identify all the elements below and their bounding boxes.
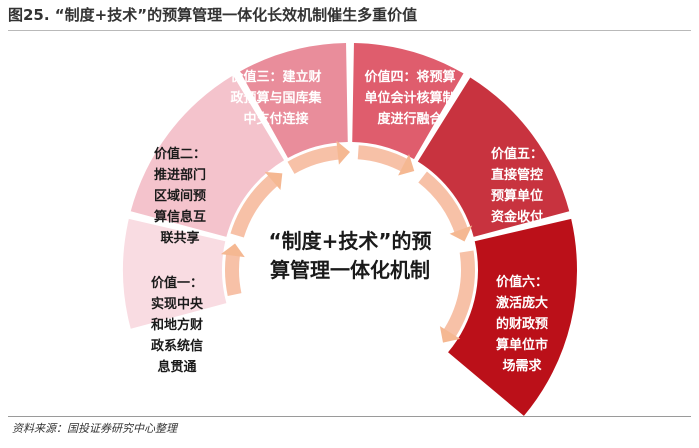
value-5-label: 价值五：直接管控预算单位资金收付及运行	[491, 146, 543, 246]
ring-arrow-icon	[264, 171, 283, 191]
value-3-label: 价值三：建立财政预算与国库集中支付连接	[230, 69, 322, 127]
value-6-label-line: 的财政预	[496, 316, 548, 332]
value-6-label-line: 场需求	[502, 358, 542, 374]
value-5-label-line: 预算单位	[491, 188, 543, 204]
inner-ring-arc	[418, 171, 469, 236]
inner-ring	[220, 140, 475, 380]
value-3-label-line: 政预算与国库集	[230, 90, 322, 106]
value-1-label: 价值一： 实现中央和地方财政系统信息贯通	[151, 275, 204, 375]
value-5-label-line: 资金收付	[491, 209, 543, 225]
center-title-line-1: “制度+技术”的预	[268, 229, 431, 253]
inner-ring-arc	[441, 250, 475, 340]
center-title-line-2: 算管理一体化机制	[270, 258, 430, 282]
value-5-label-line: 价值五：	[491, 146, 543, 162]
value-2-segment	[130, 75, 285, 237]
value-2-label-line: 算信息互	[154, 209, 206, 225]
value-5-label-line: 直接管控	[491, 167, 543, 183]
source-note: 资料来源：国投证券研究中心整理	[12, 422, 177, 435]
ring-arrow-icon	[449, 225, 473, 242]
ring-arrow-icon	[398, 154, 415, 176]
value-4-label-line: 单位会计核算制	[364, 90, 455, 106]
value-1-label-line: 息贯通	[157, 359, 196, 375]
value-4-segment	[352, 43, 464, 160]
value-1-label-line: 政系统信	[151, 338, 203, 354]
value-6-label-line: 算单位市	[496, 337, 548, 353]
center-disc	[240, 160, 460, 380]
value-3-label-line: 中支付连接	[243, 111, 308, 127]
value-4-label: 价值四：将预算单位会计核算制度进行融合	[364, 69, 455, 127]
value-1-label-line: 和地方财	[151, 317, 203, 333]
value-4-label-line: 度进行融合	[377, 111, 443, 127]
value-6-segment	[448, 218, 577, 416]
ring-segments: 价值一：实现中央和地方财政系统信息贯通价值二：推进部门区域间预算信息互联共享价值…	[123, 43, 577, 416]
ring-arrow-icon	[220, 243, 245, 258]
figure-title: 图25. “制度+技术”的预算管理一体化长效机制催生多重价值	[8, 6, 418, 24]
source-divider	[8, 416, 691, 417]
value-2-label-line: 区域间预	[154, 188, 206, 204]
title-divider	[8, 30, 691, 31]
value-1-label-line: 价值一：	[151, 275, 203, 291]
value-6-label: 价值六： 激活庞大的财政预算单位市场需求	[496, 274, 548, 374]
inner-ring-arc	[225, 250, 242, 296]
value-2-label-line: 价值二：	[154, 146, 206, 162]
value-1-label-line: 实现中央	[151, 296, 204, 312]
value-6-label-line: 激活庞大	[496, 295, 548, 311]
value-2-label-line: 联共享	[160, 230, 199, 246]
value-2-label-line: 推进部门	[154, 167, 206, 183]
ring-arrow-icon	[336, 140, 350, 165]
ring-arrow-icon	[439, 326, 461, 343]
value-3-segment	[239, 43, 348, 159]
value-3-label-line: 价值三：建立财	[230, 69, 321, 85]
value-4-label-line: 价值四：将预算	[364, 69, 455, 85]
value-6-label-line: 价值六：	[496, 274, 548, 290]
value-1-segment	[123, 218, 227, 329]
value-2-label: 价值二： 推进部门区域间预算信息互联共享	[154, 146, 206, 246]
inner-ring-arc	[230, 172, 281, 238]
value-5-segment	[417, 77, 570, 237]
